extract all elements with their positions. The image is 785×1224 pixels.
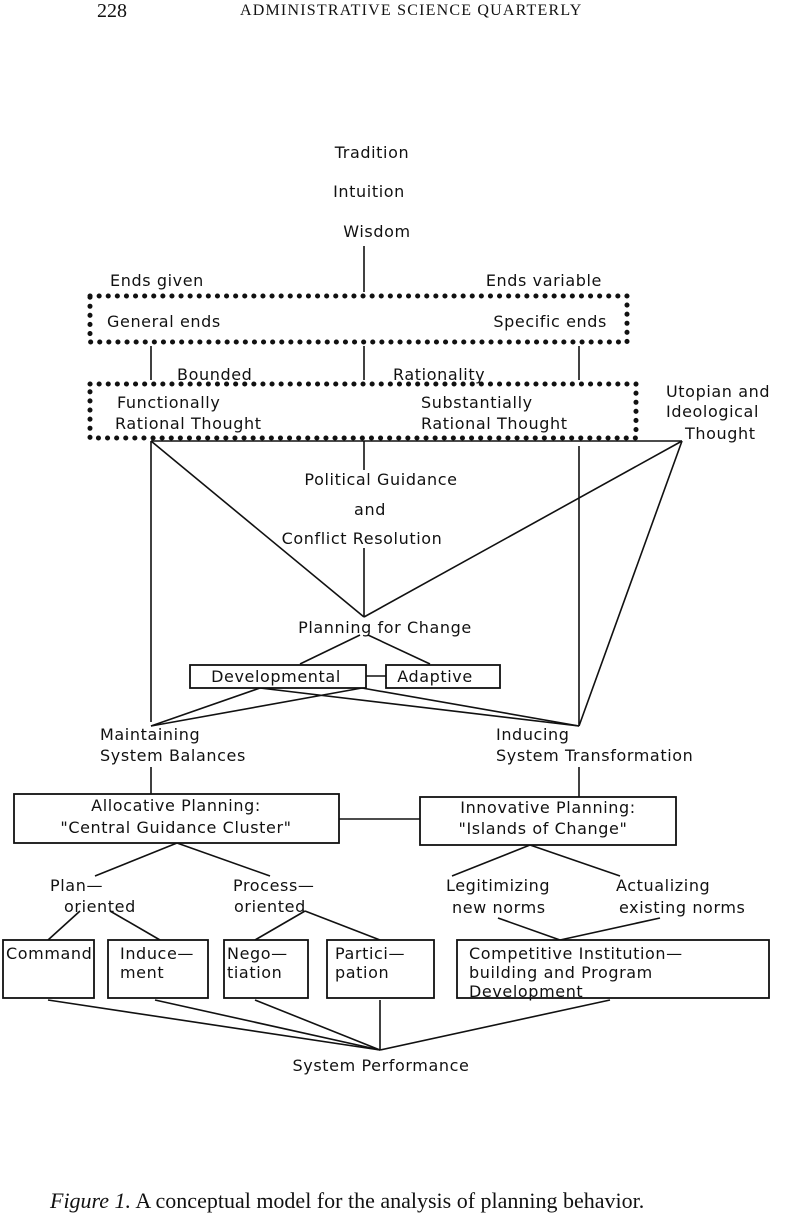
command-label: Command: [6, 944, 92, 963]
innovative-box: [419, 796, 677, 846]
system-performance-label: System Performance: [293, 1056, 470, 1075]
utopian-thought-label: Thought: [684, 424, 756, 443]
allocative-planning-label: Allocative Planning:: [91, 796, 261, 815]
adaptive-box: [385, 664, 501, 689]
developmental-box: [189, 664, 367, 689]
and-label: and: [354, 500, 386, 519]
figure-label: Figure 1.: [50, 1188, 132, 1213]
page-number: 228: [97, 0, 127, 22]
figure-caption: Figure 1. A conceptual model for the ana…: [50, 1188, 644, 1214]
substantially-label: Substantially: [421, 393, 533, 412]
line-utopian-to-inducing: [578, 440, 683, 727]
line-negotiation-to-performance: [254, 999, 381, 1051]
line-planning-to-developmental: [299, 634, 361, 665]
inducement-label-2: ment: [120, 963, 164, 982]
utopian-label: Utopian and: [666, 382, 770, 401]
line-dev-to-inducing: [259, 687, 580, 727]
line-process-to-participation: [304, 910, 381, 941]
line-plan-to-inducement: [109, 910, 161, 941]
legitimizing-label: Legitimizing: [446, 876, 550, 895]
solid-boxes: [2, 664, 770, 999]
line-adaptive-to-inducing: [361, 687, 580, 727]
line-process-to-negotiation: [254, 910, 306, 941]
journal-name: ADMINISTRATIVE SCIENCE QUARTERLY: [240, 2, 583, 19]
competitive-box: [456, 939, 770, 999]
negotiation-label-1: Nego—: [227, 944, 288, 963]
central-guidance-label: "Central Guidance Cluster": [60, 818, 291, 837]
line-utopian-to-planning: [363, 440, 683, 618]
line-planning-to-adaptive: [367, 634, 431, 665]
functionally-label: Functionally: [117, 393, 220, 412]
allocative-box: [13, 793, 340, 844]
rationality-dotted-box: [87, 381, 639, 441]
participation-label-1: Partici—: [335, 944, 405, 963]
line-competitive-to-performance: [379, 999, 611, 1051]
tradition-label: Tradition: [334, 143, 409, 162]
existing-norms-label: existing norms: [619, 898, 745, 917]
rationality-label: Rationality: [393, 365, 485, 384]
planning-for-change-label: Planning for Change: [298, 618, 472, 637]
caption-text: A conceptual model for the analysis of p…: [135, 1188, 645, 1213]
plan-label: Plan—: [50, 876, 103, 895]
command-box: [2, 939, 95, 999]
ends-variable-label: Ends variable: [486, 271, 602, 290]
developmental-label: Developmental: [211, 667, 341, 686]
system-balances-label: System Balances: [100, 746, 246, 765]
connector-lines: [47, 246, 683, 1051]
inducement-box: [107, 939, 209, 999]
substantial-thought-label: Rational Thought: [421, 414, 568, 433]
competitive-label-2: building and Program: [469, 963, 653, 982]
planning-behavior-diagram: Tradition Intuition Wisdom Ends given En…: [2, 143, 770, 1075]
general-ends-label: General ends: [107, 312, 221, 331]
negotiation-box: [223, 939, 309, 999]
wisdom-label: Wisdom: [343, 222, 410, 241]
plan-oriented-label: oriented: [64, 897, 136, 916]
innovative-planning-label: Innovative Planning:: [460, 798, 636, 817]
inducing-label: Inducing: [496, 725, 570, 744]
line-allocative-to-process: [176, 842, 271, 877]
line-innovative-to-actualizing: [529, 844, 621, 877]
negotiation-label-2: tiation: [227, 963, 282, 982]
ends-given-label: Ends given: [110, 271, 204, 290]
process-oriented-label: oriented: [234, 897, 306, 916]
inducement-label-1: Induce—: [120, 944, 194, 963]
competitive-label-3: Development: [469, 982, 583, 1001]
line-innovative-to-legitimizing: [451, 844, 531, 877]
system-transformation-label: System Transformation: [496, 746, 693, 765]
specific-ends-label: Specific ends: [493, 312, 607, 331]
actualizing-label: Actualizing: [616, 876, 710, 895]
bounded-label: Bounded: [177, 365, 252, 384]
new-norms-label: new norms: [452, 898, 546, 917]
line-inducement-to-performance: [154, 999, 381, 1051]
line-legitimizing-to-competitive: [497, 917, 561, 941]
adaptive-label: Adaptive: [397, 667, 473, 686]
participation-label-2: pation: [335, 963, 389, 982]
political-guidance-label: Political Guidance: [304, 470, 457, 489]
intuition-label: Intuition: [333, 182, 405, 201]
participation-box: [326, 939, 435, 999]
line-actualizing-to-competitive: [559, 917, 661, 941]
maintaining-label: Maintaining: [100, 725, 200, 744]
line-dev-to-maintaining: [150, 687, 261, 727]
competitive-label-1: Competitive Institution—: [469, 944, 683, 963]
line-adaptive-to-maintaining: [150, 687, 363, 727]
line-functional-to-planning: [150, 440, 365, 618]
line-allocative-to-plan: [94, 842, 178, 877]
conflict-resolution-label: Conflict Resolution: [282, 529, 443, 548]
functional-thought-label: Rational Thought: [115, 414, 262, 433]
process-label: Process—: [233, 876, 315, 895]
page-header: 228 ADMINISTRATIVE SCIENCE QUARTERLY: [0, 0, 785, 40]
line-command-to-performance: [47, 999, 381, 1051]
ideological-label: Ideological: [666, 402, 759, 421]
line-plan-to-command: [47, 910, 81, 941]
islands-of-change-label: "Islands of Change": [459, 819, 628, 838]
